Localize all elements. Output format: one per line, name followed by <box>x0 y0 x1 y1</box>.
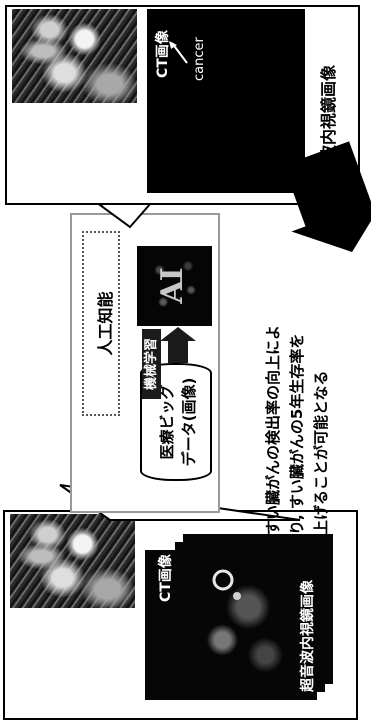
output-eus-marks <box>169 41 188 64</box>
learning-arrow <box>160 327 196 363</box>
conclusion-line1: すい臓がんの検出率の向上によ <box>264 324 282 535</box>
input-eus-ring <box>212 569 241 600</box>
output-images-panel: CT画像 cancer 超音波内視鏡画像 <box>5 5 360 205</box>
input-images-panel: CT画像 超音波内視鏡画像 <box>3 510 358 720</box>
conclusion-line3: 上げることが可能となる <box>312 370 330 535</box>
output-eus-image: CT画像 cancer <box>147 9 305 193</box>
input-eus-image: CT画像 超音波内視鏡画像 <box>145 550 317 700</box>
ai-panel: 人工知能 AI 医療ビッグ データ(画像) 機械学習 <box>70 213 220 513</box>
conclusion-block: すい臓がんの検出率の向上によ り, すい臓がんの5年生存率を 上げることが可能と… <box>262 225 352 535</box>
conclusion-line2: り, すい臓がんの5年生存率を <box>288 333 306 535</box>
